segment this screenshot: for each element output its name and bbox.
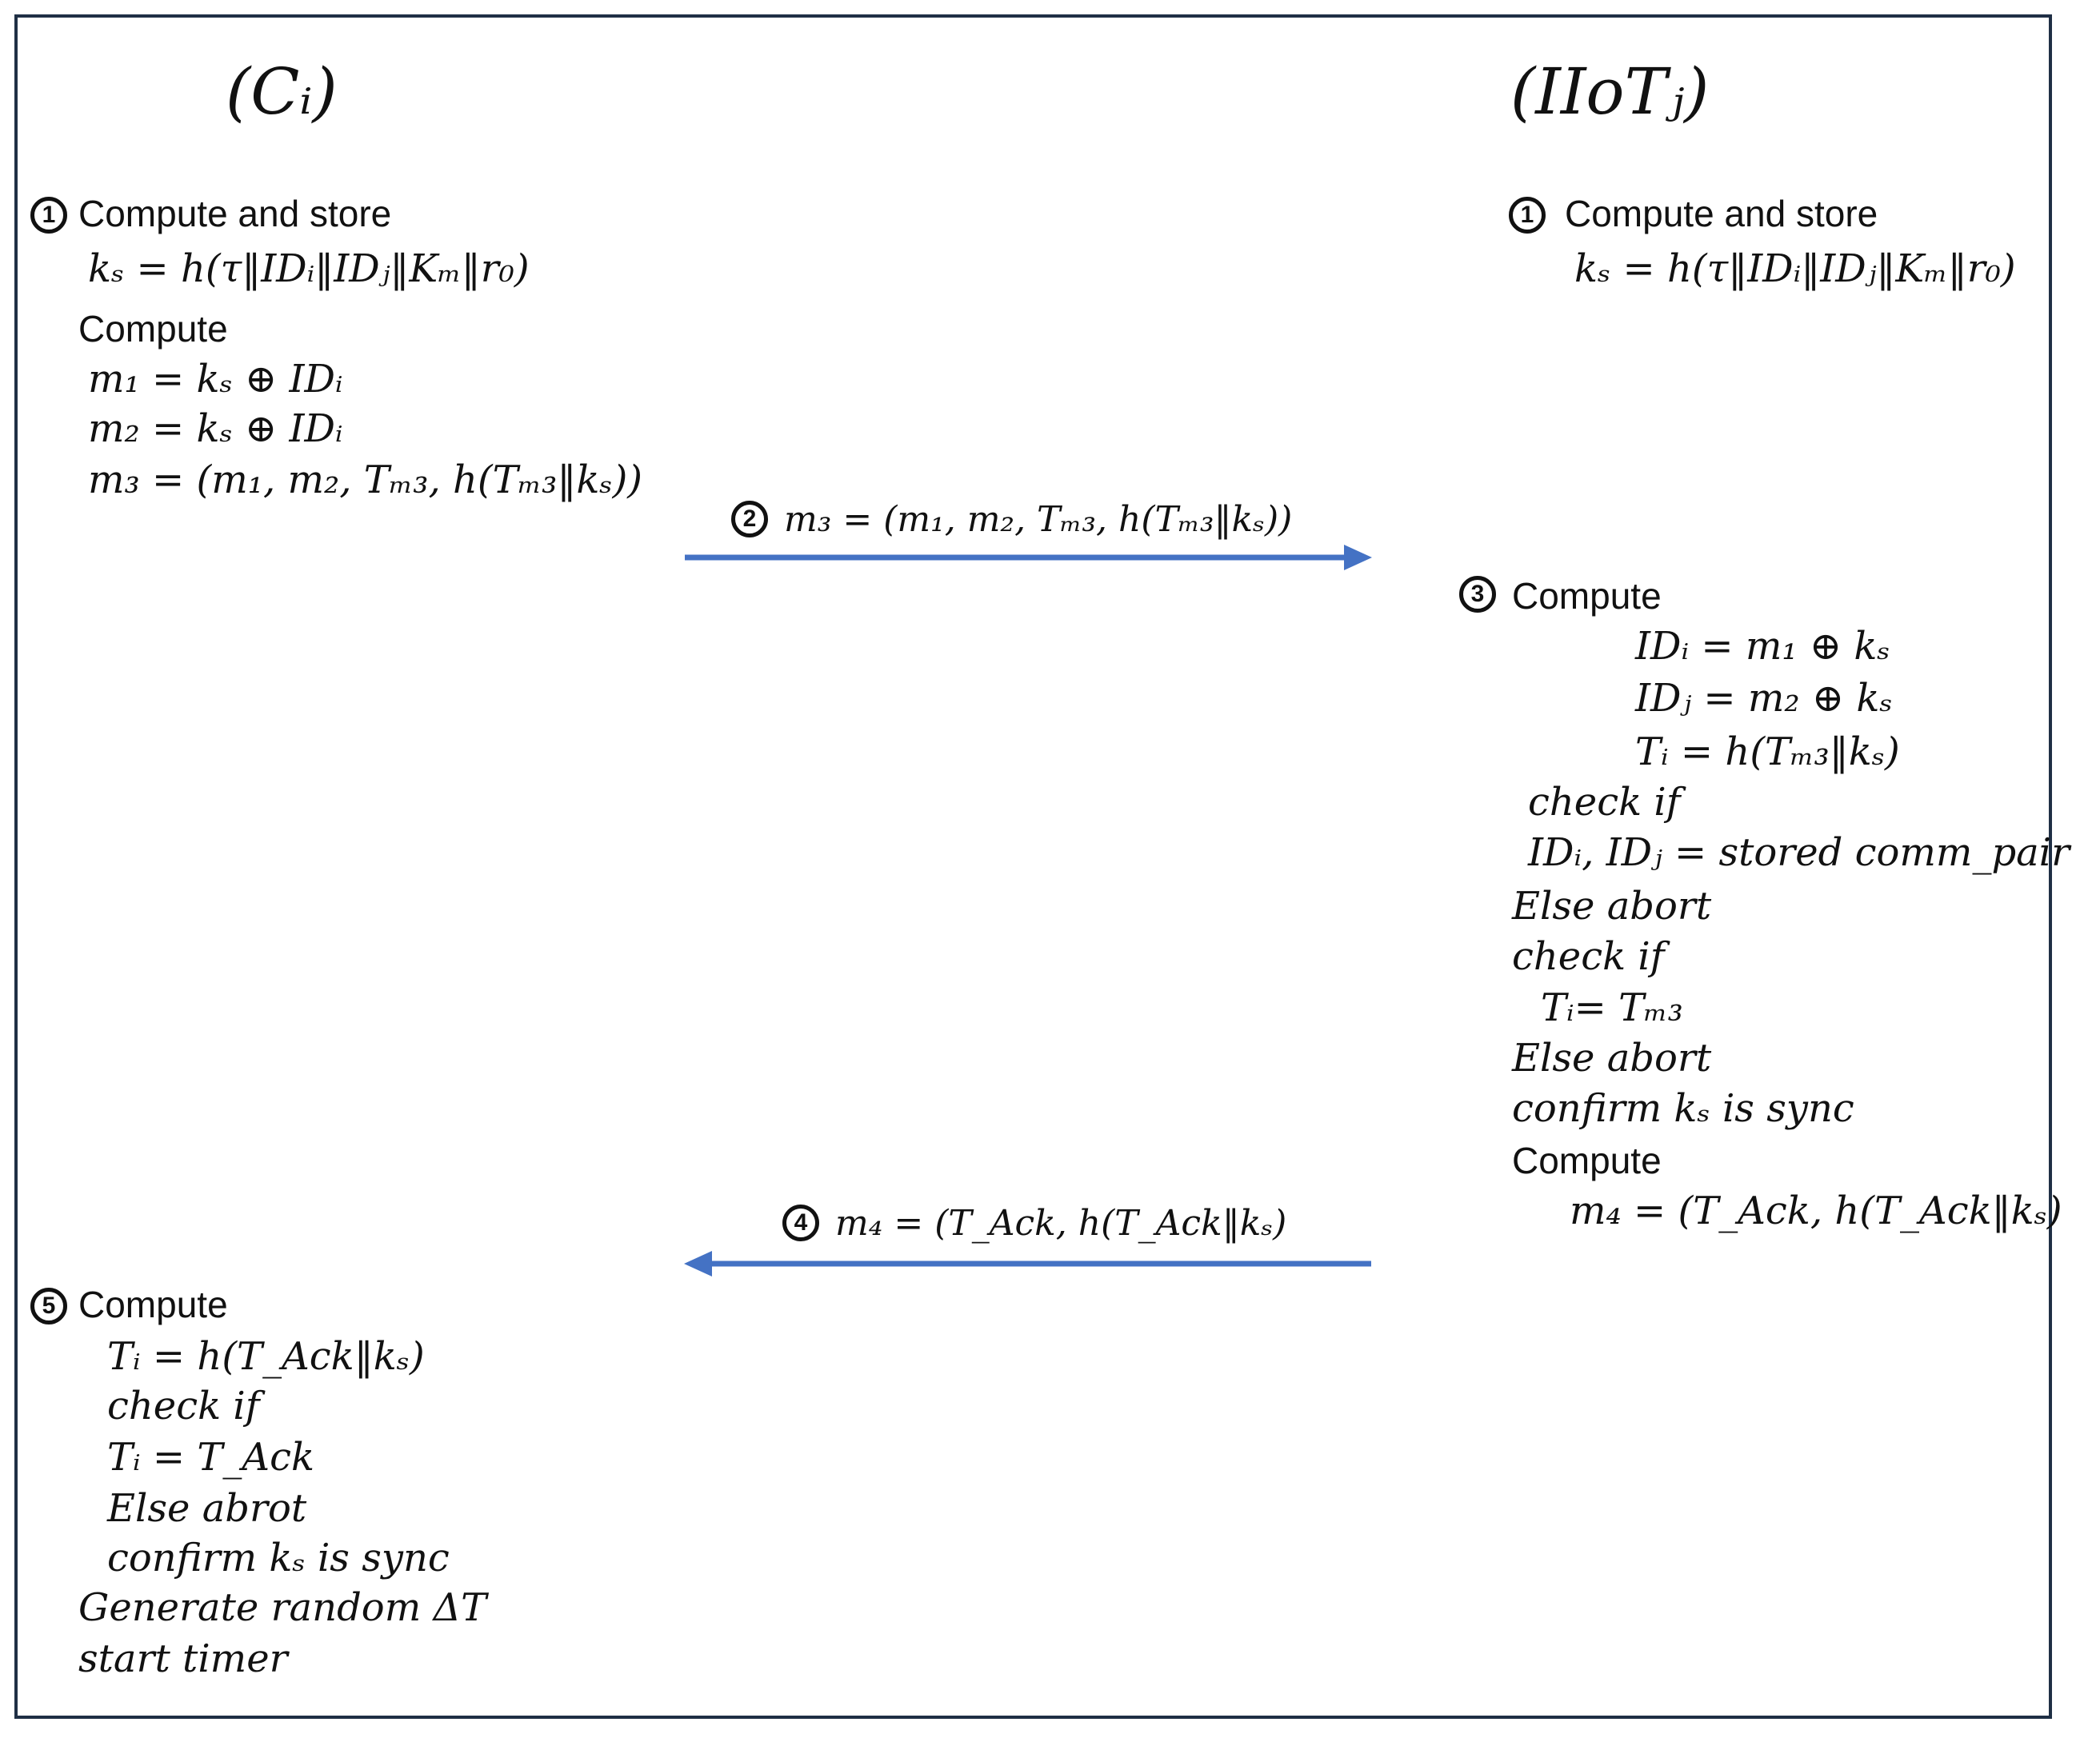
arrow-to-client: [684, 1251, 1371, 1277]
step-badge-5: 5: [30, 1288, 67, 1324]
left-step1-title: Compute and store: [78, 193, 392, 234]
right-idi-equation: IDᵢ = m₁ ⊕ kₛ: [1635, 624, 1890, 669]
left-ks-equation: kₛ = h(τ‖IDᵢ‖IDⱼ‖Kₘ‖r₀): [88, 246, 530, 291]
right-ti-equation: Tᵢ = h(Tₘ₃‖kₛ): [1635, 729, 1900, 774]
step-badge-1-right: 1: [1509, 197, 1546, 234]
left-generate-random: Generate random ΔT: [78, 1585, 487, 1630]
right-column-header: (IIoTⱼ): [1510, 54, 1710, 129]
right-step1-title: Compute and store: [1565, 193, 1878, 234]
right-idj-equation: IDⱼ = m₂ ⊕ kₛ: [1635, 676, 1893, 721]
step-badge-4: 4: [782, 1205, 819, 1241]
message-m3-label: m₃ = (m₁, m₂, Tₘ₃, h(Tₘ₃‖kₛ)): [784, 499, 1293, 540]
left-ti-tack-check: Tᵢ = T_Ack: [107, 1435, 315, 1480]
right-m4-equation: m₄ = (T_Ack, h(T_Ack‖kₛ): [1570, 1189, 2062, 1233]
left-m3-equation: m₃ = (m₁, m₂, Tₘ₃, h(Tₘ₃‖kₛ)): [88, 457, 643, 502]
right-ti-tm3-check: Tᵢ= Tₘ₃: [1541, 985, 1683, 1030]
step-badge-2: 2: [731, 501, 768, 537]
diagram-frame: [14, 14, 2052, 1719]
left-compute-label: Compute: [78, 308, 228, 350]
left-start-timer: start timer: [78, 1636, 288, 1681]
left-confirm-sync: confirm kₛ is sync: [107, 1536, 450, 1580]
left-ti-equation: Tᵢ = h(T_Ack‖kₛ): [107, 1334, 425, 1379]
left-column-header: (Cᵢ): [226, 54, 338, 129]
right-check-if-2: check if: [1512, 934, 1665, 979]
right-comm-pair-check: IDᵢ, IDⱼ = stored comm_pair: [1528, 830, 2070, 875]
right-else-abort-1: Else abort: [1512, 884, 1712, 929]
step-badge-3: 3: [1459, 576, 1496, 613]
arrow-to-iiot: [685, 545, 1372, 570]
left-m2-equation: m₂ = kₛ ⊕ IDᵢ: [88, 406, 343, 451]
left-m1-equation: m₁ = kₛ ⊕ IDᵢ: [88, 357, 343, 402]
right-else-abort-2: Else abort: [1512, 1036, 1712, 1081]
step-badge-1-left: 1: [30, 197, 67, 234]
right-step3-title: Compute: [1512, 575, 1662, 617]
right-check-if-1: check if: [1528, 780, 1681, 825]
left-step5-title: Compute: [78, 1284, 228, 1325]
right-compute-label: Compute: [1512, 1140, 1662, 1181]
right-confirm-sync: confirm kₛ is sync: [1512, 1086, 1854, 1131]
right-ks-equation: kₛ = h(τ‖IDᵢ‖IDⱼ‖Kₘ‖r₀): [1574, 246, 2016, 291]
left-check-if: check if: [107, 1384, 260, 1428]
message-m4-label: m₄ = (T_Ack, h(T_Ack‖kₛ): [835, 1203, 1287, 1244]
left-else-abrot: Else abrot: [107, 1486, 307, 1531]
